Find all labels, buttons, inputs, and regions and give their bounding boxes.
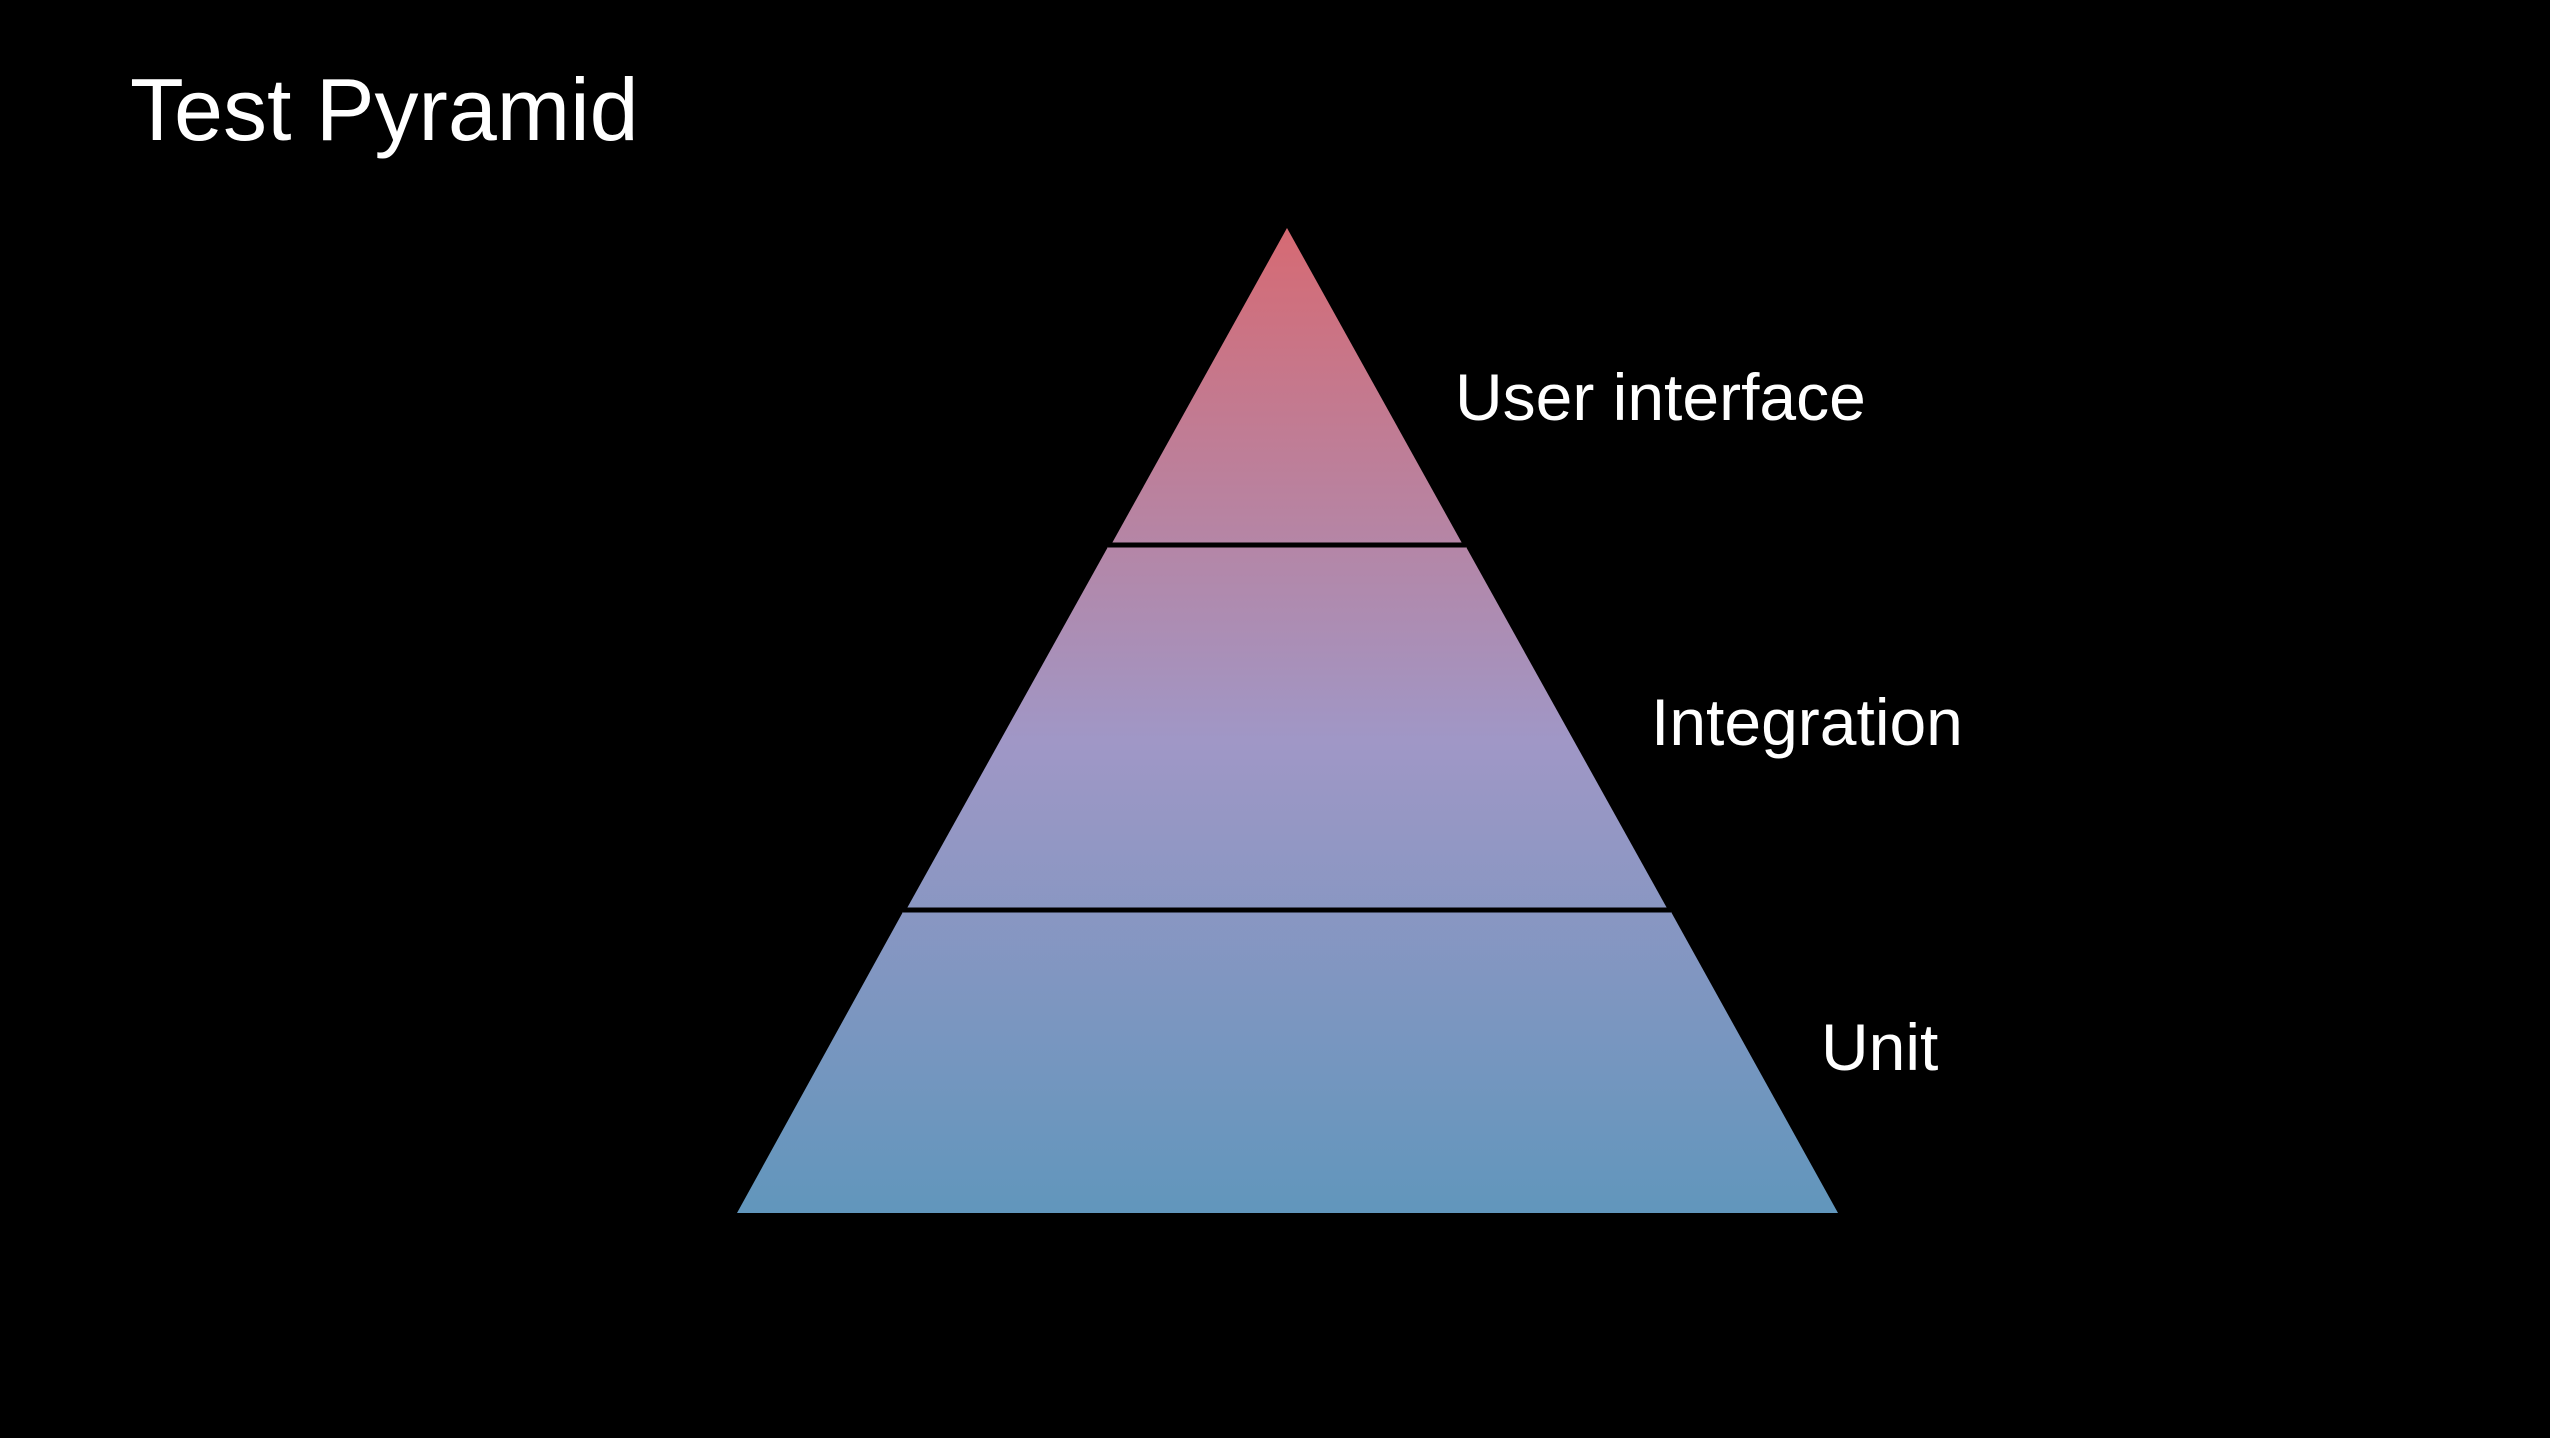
layer-label-integration: Integration	[1651, 685, 1963, 759]
slide-title: Test Pyramid	[130, 60, 639, 159]
pyramid-layer-unit	[737, 910, 1838, 1213]
pyramid-layer-user-interface	[1111, 228, 1463, 545]
layer-label-unit: Unit	[1821, 1010, 1939, 1084]
pyramid-layer-integration	[906, 545, 1668, 910]
layer-label-user-interface: User interface	[1455, 360, 1866, 434]
